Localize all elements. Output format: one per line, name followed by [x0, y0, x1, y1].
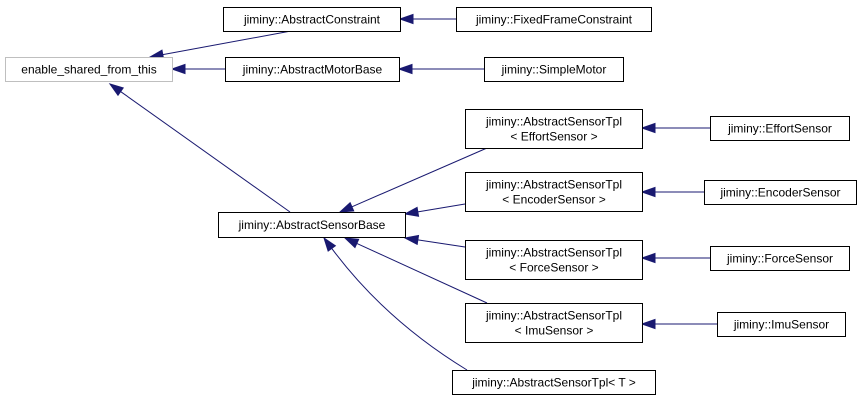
class-node-tpl-effort[interactable]: jiminy::AbstractSensorTpl< EffortSensor … [465, 109, 643, 149]
class-node-label: jiminy::AbstractSensorBase [238, 218, 386, 232]
class-node-tpl-encoder[interactable]: jiminy::AbstractSensorTpl< EncoderSensor… [465, 172, 643, 212]
inheritance-edge-simple_motor-to-abs_motor [397, 63, 484, 75]
class-node-box [717, 312, 846, 337]
class-node-box [465, 109, 643, 149]
class-node-box [223, 7, 401, 32]
class-node-effort-sensor[interactable]: jiminy::EffortSensor [710, 116, 850, 141]
edge-line [417, 239, 466, 248]
edge-line [331, 248, 468, 371]
arrowhead-icon [108, 83, 125, 97]
edge-line [120, 91, 291, 213]
class-node-box [465, 172, 643, 212]
inheritance-edge-tpl_effort-to-abs_sensor_base [338, 147, 488, 213]
class-node-tpl-t[interactable]: jiminy::AbstractSensorTpl< T > [452, 370, 656, 395]
edge-line [162, 30, 292, 56]
inheritance-edge-fixed_frame-to-abs_constraint [398, 13, 456, 25]
class-node-label: jiminy::EncoderSensor [719, 186, 840, 200]
class-node-tpl-force[interactable]: jiminy::AbstractSensorTpl< ForceSensor > [465, 240, 643, 280]
class-node-fixed-frame[interactable]: jiminy::FixedFrameConstraint [456, 7, 652, 32]
inheritance-edge-tpl_force-to-abs_sensor_base [403, 234, 466, 248]
class-node-label: jiminy::ImuSensor [733, 318, 829, 332]
inheritance-edge-abs_constraint-to-enable_shared [148, 30, 292, 60]
edge-line [351, 147, 488, 208]
class-node-label: jiminy::AbstractSensorTpl< T > [471, 376, 636, 390]
arrowhead-icon [398, 13, 414, 25]
class-node-label: < ForceSensor > [509, 261, 598, 275]
class-node-encoder-sensor[interactable]: jiminy::EncoderSensor [704, 180, 857, 205]
inheritance-edge-force_sensor-to-tpl_force [640, 252, 710, 264]
class-node-box [218, 212, 406, 238]
inheritance-edge-tpl_t-to-abs_sensor_base [323, 236, 468, 371]
class-node-box [225, 57, 400, 82]
class-node-box [704, 180, 857, 205]
class-node-label: jiminy::FixedFrameConstraint [475, 13, 633, 27]
arrowhead-icon [397, 63, 413, 75]
inheritance-edge-imu_sensor-to-tpl_imu [640, 318, 717, 330]
arrowhead-icon [403, 234, 420, 246]
class-node-label: jiminy::AbstractMotorBase [242, 63, 383, 77]
inheritance-edge-effort_sensor-to-tpl_effort [640, 122, 710, 134]
class-node-enable-shared[interactable]: enable_shared_from_this [5, 57, 173, 82]
class-node-label: jiminy::AbstractSensorTpl [485, 178, 622, 192]
class-node-label: < ImuSensor > [515, 324, 594, 338]
class-node-box [465, 240, 643, 280]
class-node-label: jiminy::AbstractSensorTpl [485, 246, 622, 260]
class-node-label: < EffortSensor > [510, 130, 597, 144]
edges-layer [108, 13, 717, 371]
class-node-force-sensor[interactable]: jiminy::ForceSensor [710, 246, 850, 271]
class-node-label: enable_shared_from_this [21, 63, 156, 77]
inheritance-edge-tpl_encoder-to-abs_sensor_base [403, 203, 466, 217]
inheritance-edge-encoder_sensor-to-tpl_encoder [640, 186, 704, 198]
nodes-layer: enable_shared_from_this jiminy::AbstractC… [5, 7, 857, 395]
class-node-tpl-imu[interactable]: jiminy::AbstractSensorTpl< ImuSensor > [465, 303, 643, 343]
class-node-label: jiminy::AbstractSensorTpl [485, 309, 622, 323]
arrowhead-icon [640, 186, 656, 198]
class-node-box [456, 7, 652, 32]
inheritance-edge-tpl_imu-to-abs_sensor_base [343, 237, 488, 304]
class-node-abs-motor[interactable]: jiminy::AbstractMotorBase [225, 57, 400, 82]
class-node-label: jiminy::AbstractConstraint [243, 13, 381, 27]
class-node-box [452, 370, 656, 395]
class-node-abs-sensor-base[interactable]: jiminy::AbstractSensorBase [218, 212, 406, 238]
class-node-box [484, 57, 624, 82]
arrowhead-icon [343, 237, 360, 249]
class-node-box [465, 303, 643, 343]
class-node-label: < EncoderSensor > [502, 193, 605, 207]
edge-line [417, 203, 466, 213]
class-node-label: jiminy::EffortSensor [727, 122, 832, 136]
class-node-imu-sensor[interactable]: jiminy::ImuSensor [717, 312, 846, 337]
arrowhead-icon [640, 252, 656, 264]
class-node-box [5, 57, 173, 82]
arrowhead-icon [338, 201, 355, 213]
edge-line [356, 242, 488, 304]
class-node-box [710, 246, 850, 271]
class-node-simple-motor[interactable]: jiminy::SimpleMotor [484, 57, 624, 82]
class-node-box [710, 116, 850, 141]
inheritance-edge-abs_sensor_base-to-enable_shared [108, 83, 291, 213]
class-node-label: jiminy::AbstractSensorTpl [485, 115, 622, 129]
arrowhead-icon [323, 236, 337, 252]
arrowhead-icon [640, 122, 656, 134]
class-node-label: jiminy::ForceSensor [726, 252, 833, 266]
arrowhead-icon [403, 206, 420, 217]
arrowhead-icon [170, 63, 186, 75]
inheritance-edge-abs_motor-to-enable_shared [170, 63, 225, 75]
class-node-abs-constraint[interactable]: jiminy::AbstractConstraint [223, 7, 401, 32]
arrowhead-icon [640, 318, 656, 330]
class-node-label: jiminy::SimpleMotor [501, 63, 607, 77]
